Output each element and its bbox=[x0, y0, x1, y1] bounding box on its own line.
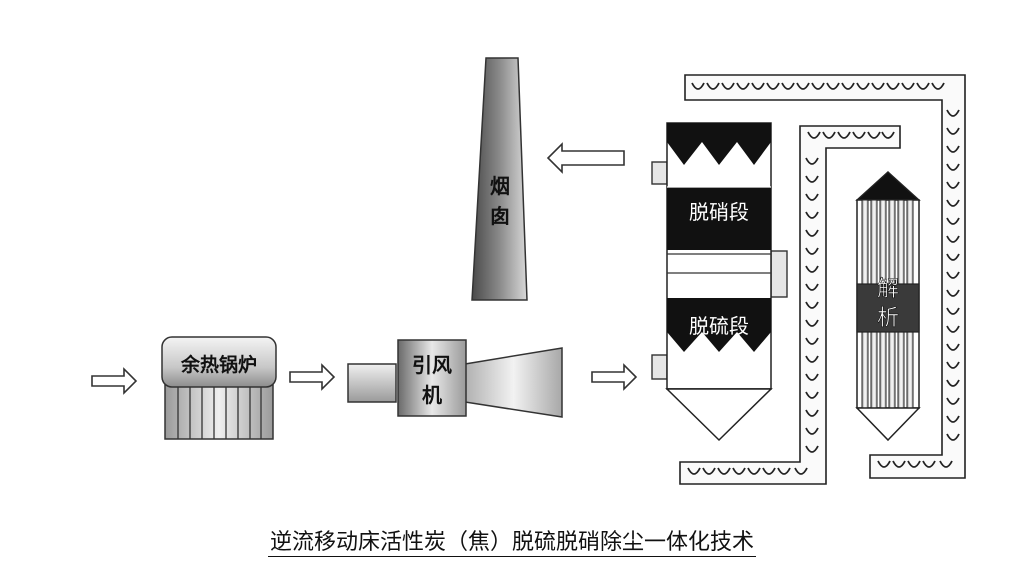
caption-text: 逆流移动床活性炭（焦）脱硫脱硝除尘一体化技术 bbox=[267, 530, 756, 557]
boiler-label: 余热锅炉 bbox=[180, 353, 257, 376]
desulfurization-label: 脱硫段 bbox=[689, 314, 749, 338]
fan-label-line1: 引风 bbox=[412, 353, 452, 377]
regeneration-tower: 解 析 bbox=[855, 171, 921, 442]
waste-heat-boiler: 余热锅炉 bbox=[161, 336, 277, 440]
adsorption-tower: 脱硝段 脱硫段 bbox=[651, 122, 788, 442]
arrow-boiler-to-fan bbox=[289, 363, 336, 391]
chimney-label-line2: 囱 bbox=[490, 204, 510, 228]
arrow-in-boiler bbox=[91, 367, 138, 395]
regeneration-label-line2: 析 bbox=[877, 306, 899, 331]
inner-conveyor-loop bbox=[679, 125, 901, 485]
diagram-caption: 逆流移动床活性炭（焦）脱硫脱硝除尘一体化技术 bbox=[0, 524, 1024, 557]
chimney: 烟 囱 bbox=[471, 57, 528, 301]
denitration-label: 脱硝段 bbox=[689, 200, 749, 224]
chimney-label-line1: 烟 bbox=[490, 174, 510, 198]
outer-conveyor-loop bbox=[684, 74, 966, 479]
regeneration-label-line1: 解 bbox=[877, 277, 899, 302]
arrow-tower-to-chimney bbox=[546, 142, 625, 174]
induced-draft-fan: 引风 机 bbox=[347, 339, 563, 418]
fan-label-line2: 机 bbox=[422, 383, 442, 407]
arrow-fan-to-tower bbox=[591, 363, 638, 391]
